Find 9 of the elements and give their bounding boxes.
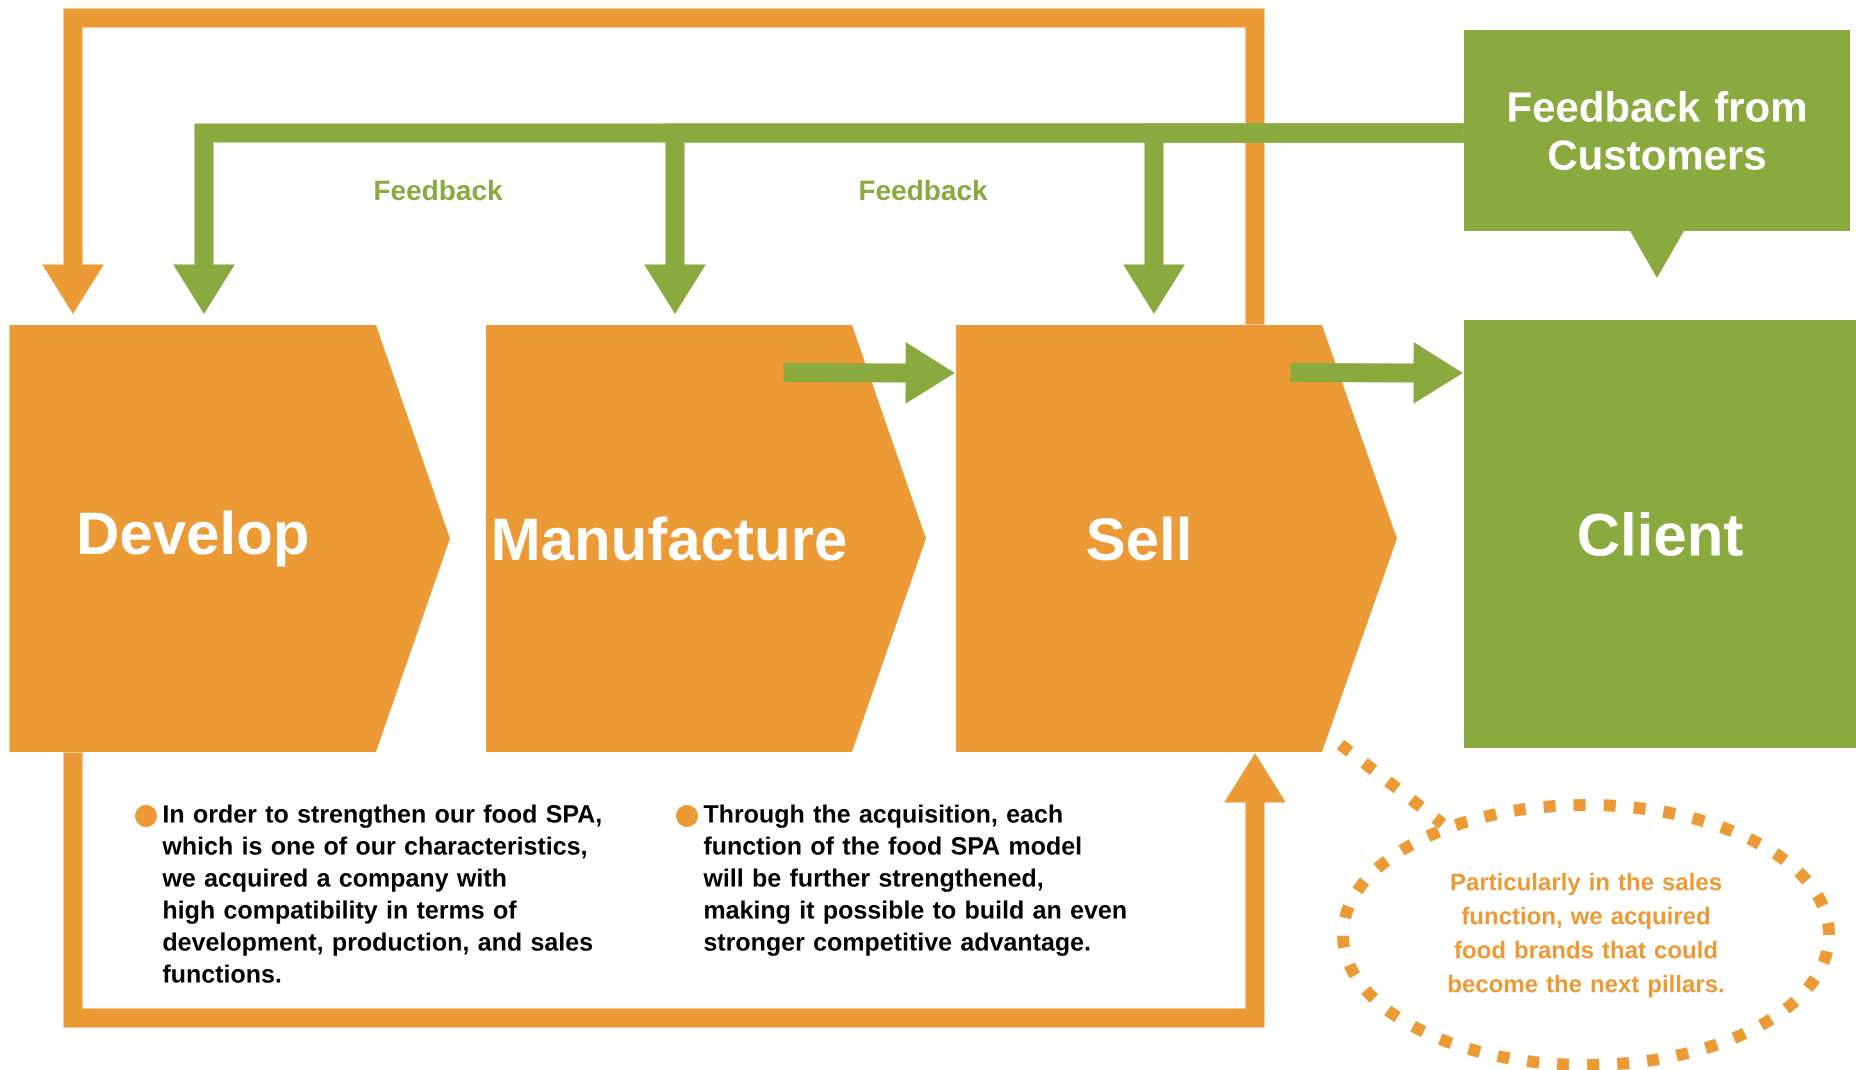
- feedback-label: Feedback: [860, 179, 988, 201]
- client-box: Client: [1464, 320, 1856, 748]
- speech-bubble: Feedback from Customers: [1464, 30, 1851, 278]
- chevron-box: Manufacture: [486, 325, 926, 752]
- chevron-box: Sell: [956, 325, 1397, 752]
- feedback-label: Feedback: [375, 179, 503, 201]
- chevron-box: Develop: [9, 325, 450, 752]
- paragraph: Through the acquisition, each function of the food SPA model will be further strengthened, making it possible to build an even stronger competitive advantage.: [703, 804, 1126, 956]
- paragraph: In order to strengthen our food SPA, which is one of our characteristics, we acquired a company with high compatibility in terms of development, production, and sales functions.: [162, 804, 601, 983]
